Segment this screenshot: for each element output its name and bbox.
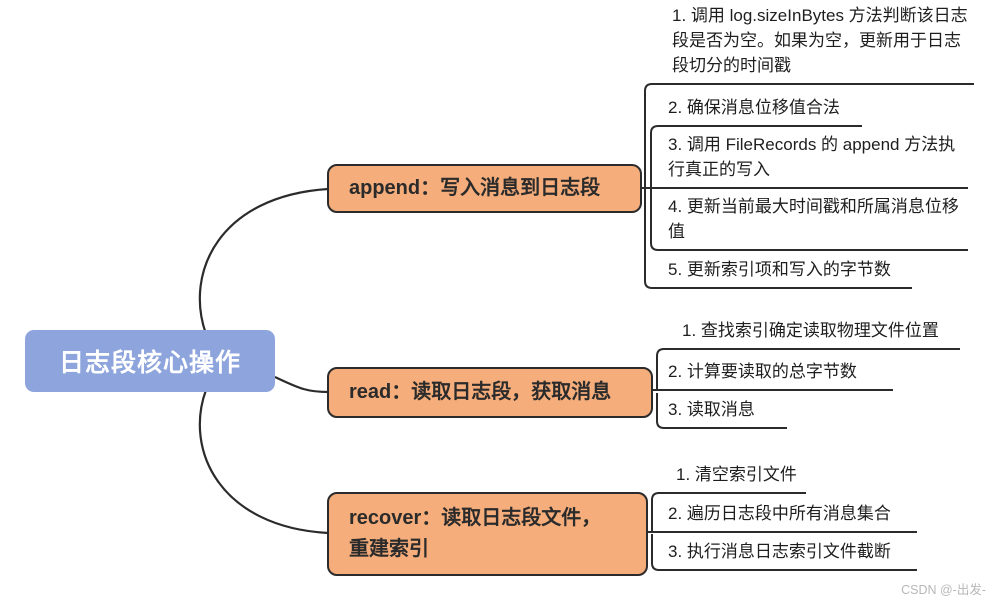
branch-node-recover[interactable]: recover：读取日志段文件， 重建索引: [327, 492, 648, 576]
branch-recover-label-line1: recover：读取日志段文件，: [349, 507, 602, 529]
csdn-watermark: CSDN @-出发-: [901, 583, 986, 597]
branch-node-read[interactable]: read：读取日志段，获取消息: [327, 367, 653, 418]
branch-append-label: append：写入消息到日志段: [349, 177, 601, 199]
leaf-topic-append-4[interactable]: 4. 更新当前最大时间戳和所属消息位移值: [668, 197, 959, 241]
edge-read-child-3: [656, 393, 787, 429]
root-label: 日志段核心操作: [58, 349, 241, 377]
leaf-topic-read-2[interactable]: 2. 计算要读取的总字节数: [668, 362, 857, 381]
edge-read-child-1: [656, 348, 960, 391]
edge-recover-child-1: [651, 492, 806, 532]
root-node[interactable]: 日志段核心操作: [25, 330, 275, 392]
leaf-topic-read-1[interactable]: 1. 查找索引确定读取物理文件位置: [682, 321, 939, 340]
edge-root-append: [198, 187, 329, 335]
edge-root-read: [274, 376, 330, 394]
edge-append-child-2: [650, 125, 862, 187]
leaf-topic-read-3[interactable]: 3. 读取消息: [668, 400, 755, 419]
edge-recover-child-3: [651, 534, 917, 571]
branch-read-label: read：读取日志段，获取消息: [349, 381, 612, 403]
leaf-topic-append-3[interactable]: 3. 调用 FileRecords 的 append 方法执行真正的写入: [668, 135, 956, 179]
edge-append-child-5: [644, 189, 912, 289]
edge-append-child-1: [644, 83, 974, 187]
leaf-topic-recover-1[interactable]: 1. 清空索引文件: [676, 465, 797, 484]
leaf-topic-append-2[interactable]: 2. 确保消息位移值合法: [668, 98, 840, 117]
leaf-topic-recover-3[interactable]: 3. 执行消息日志索引文件截断: [668, 542, 891, 561]
leaf-topic-recover-2[interactable]: 2. 遍历日志段中所有消息集合: [668, 504, 891, 523]
branch-recover-label-line2: 重建索引: [349, 538, 429, 560]
edge-root-recover: [198, 389, 329, 535]
edge-append-child-4: [650, 189, 968, 251]
branch-node-append[interactable]: append：写入消息到日志段: [327, 164, 642, 213]
leaf-topic-append-5[interactable]: 5. 更新索引项和写入的字节数: [668, 260, 891, 279]
leaf-topic-append-1[interactable]: 1. 调用 log.sizeInBytes 方法判断该日志段是否为空。如果为空，…: [672, 6, 968, 75]
